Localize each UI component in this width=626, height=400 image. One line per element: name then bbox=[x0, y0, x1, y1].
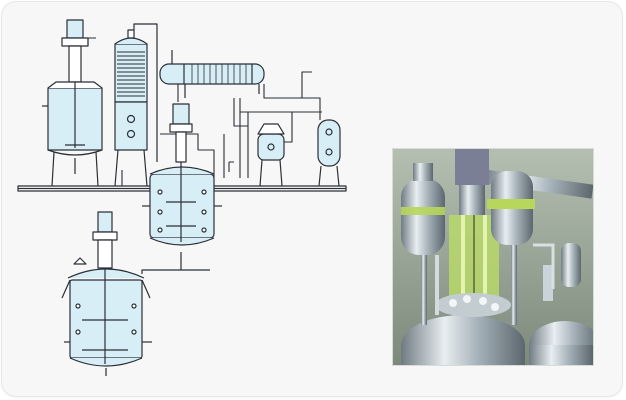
packed-column bbox=[114, 23, 158, 187]
photo-motor bbox=[455, 149, 489, 185]
receiver-small bbox=[257, 123, 285, 187]
condenser bbox=[159, 50, 265, 98]
photo-receiver bbox=[561, 243, 581, 287]
process-flow-schematic bbox=[17, 19, 347, 376]
receiver-tall bbox=[317, 119, 341, 187]
reactor-system-photo bbox=[392, 148, 594, 366]
lower-reactor bbox=[61, 211, 210, 376]
figure-card bbox=[2, 2, 622, 396]
stirred-tank-left bbox=[42, 19, 103, 187]
main-reactor bbox=[142, 103, 222, 270]
photo-vessel-left bbox=[401, 179, 445, 255]
